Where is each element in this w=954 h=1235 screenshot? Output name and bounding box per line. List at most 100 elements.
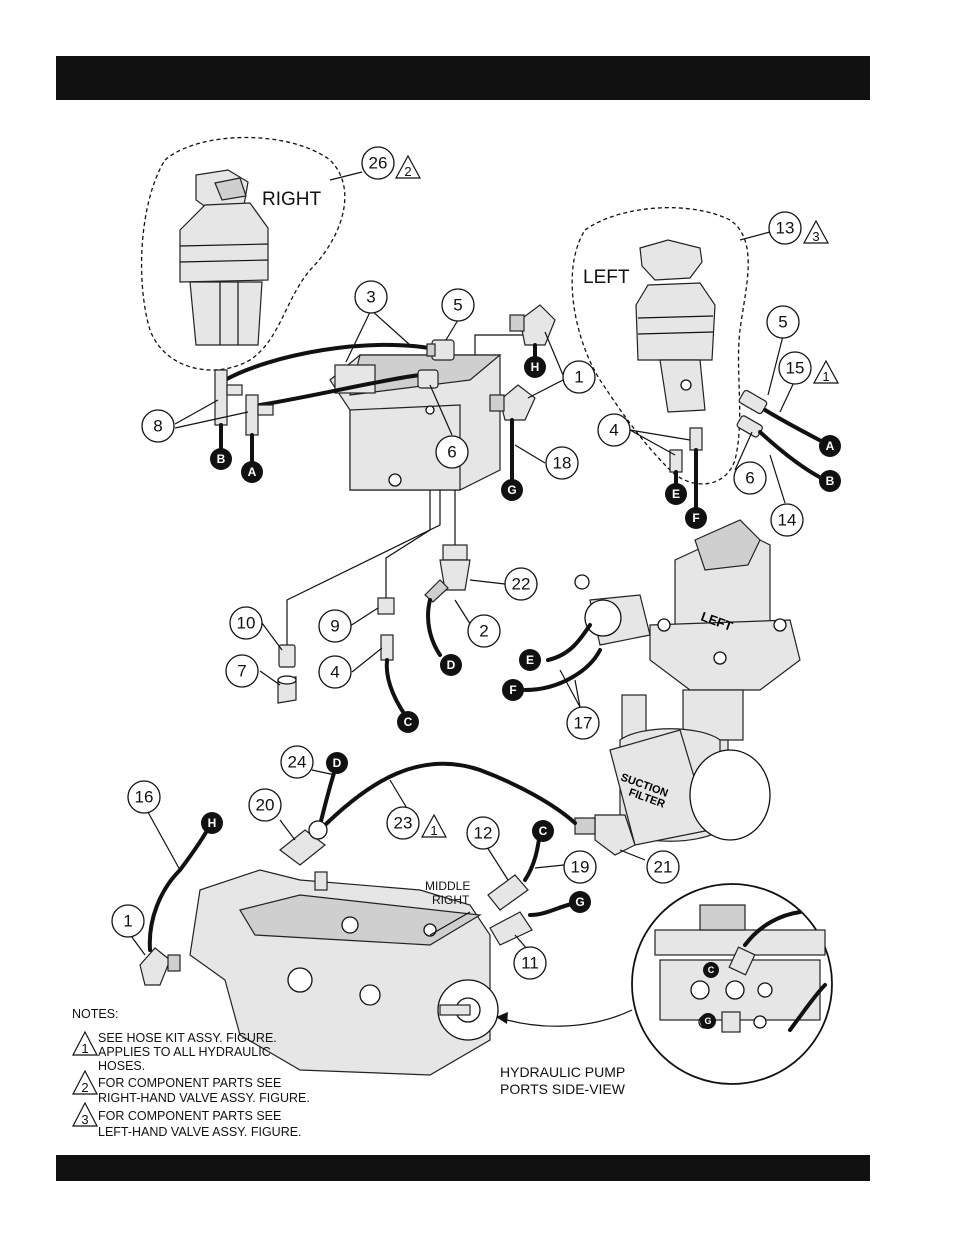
svg-text:8: 8 — [153, 417, 162, 436]
svg-text:C: C — [539, 824, 548, 838]
svg-text:1: 1 — [822, 369, 829, 384]
elbow-fitting-21 — [574, 814, 636, 856]
hose-to-G-pump — [528, 901, 577, 917]
svg-text:5: 5 — [778, 313, 787, 332]
callout-7: 7 — [225, 654, 259, 688]
svg-text:15: 15 — [786, 359, 805, 378]
callout-4-left: 4 — [597, 413, 631, 447]
svg-text:23: 23 — [394, 814, 413, 833]
callout-1-top: 1 — [562, 360, 596, 394]
hydraulic-pump — [189, 869, 499, 1076]
hose-23 — [318, 761, 577, 832]
connector-G-top: G — [501, 479, 523, 501]
hose-24-to-D — [318, 768, 337, 827]
svg-text:26: 26 — [369, 154, 388, 173]
callout-3: 3 — [354, 280, 388, 314]
callout-26: 26 — [361, 146, 395, 180]
callout-5-valve: 5 — [441, 288, 475, 322]
svg-text:17: 17 — [574, 714, 593, 733]
svg-text:13: 13 — [776, 219, 795, 238]
svg-text:H: H — [208, 816, 217, 830]
svg-text:20: 20 — [256, 796, 275, 815]
pump-ports-label-2: PORTS SIDE-VIEW — [500, 1081, 626, 1097]
fitting-7 — [277, 675, 297, 704]
pump-ports-label-1: HYDRAULIC PUMP — [500, 1064, 625, 1080]
hose-to-A-left — [763, 408, 827, 445]
callout-10: 10 — [229, 606, 263, 640]
svg-text:LEFT-HAND VALVE ASSY. FIGURE.: LEFT-HAND VALVE ASSY. FIGURE. — [98, 1125, 302, 1139]
svg-text:F: F — [692, 511, 699, 525]
middle-right-label-1: MIDDLE — [425, 879, 470, 893]
hose-F-to-valve — [523, 648, 602, 692]
tee-fitting-left — [214, 369, 243, 426]
right-label: RIGHT — [262, 189, 322, 210]
hose-E-to-valve — [546, 623, 592, 662]
svg-text:B: B — [826, 474, 835, 488]
svg-text:1: 1 — [430, 823, 437, 838]
svg-text:4: 4 — [609, 421, 618, 440]
svg-text:5: 5 — [453, 296, 462, 315]
callout-9: 9 — [318, 609, 352, 643]
svg-text:C: C — [404, 715, 413, 729]
svg-text:3: 3 — [81, 1112, 88, 1127]
callout-11: 11 — [513, 946, 547, 980]
svg-text:4: 4 — [330, 663, 339, 682]
svg-text:21: 21 — [654, 858, 673, 877]
svg-text:1: 1 — [81, 1041, 88, 1056]
lead-middle-right — [429, 911, 471, 936]
svg-text:2: 2 — [404, 164, 411, 179]
svg-text:E: E — [526, 653, 534, 667]
connector-B-left: B — [819, 470, 841, 492]
svg-text:G: G — [507, 483, 516, 497]
hose-to-B-left — [758, 430, 827, 482]
svg-text:19: 19 — [571, 858, 590, 877]
note-2: 2 FOR COMPONENT PARTS SEE RIGHT-HAND VAL… — [72, 1069, 310, 1105]
right-joystick-outline — [140, 136, 346, 371]
arrow-head — [496, 1012, 508, 1024]
callout-5-left: 5 — [766, 305, 800, 339]
callout-17: 17 — [566, 706, 600, 740]
svg-text:12: 12 — [474, 824, 493, 843]
svg-text:9: 9 — [330, 617, 339, 636]
arrow-to-side-view — [499, 1009, 633, 1027]
connector-B-right: B — [210, 448, 232, 470]
connector-G-pump: G — [569, 891, 591, 913]
callout-14: 14 — [770, 503, 804, 537]
callout-4-lower: 4 — [318, 655, 352, 689]
hose-16-to-H — [147, 823, 212, 952]
svg-text:A: A — [826, 439, 835, 453]
header-bar — [56, 56, 870, 100]
svg-text:RIGHT-HAND VALVE ASSY. FIGURE.: RIGHT-HAND VALVE ASSY. FIGURE. — [98, 1091, 310, 1105]
connector-E-valve: E — [519, 649, 541, 671]
note-1: 1 SEE HOSE KIT ASSY. FIGURE. APPLIES TO … — [72, 1030, 277, 1073]
callout-13: 13 — [768, 211, 802, 245]
svg-text:14: 14 — [778, 511, 797, 530]
callout-2: 2 — [467, 614, 501, 648]
connector-A-left: A — [819, 435, 841, 457]
callout-leaders — [128, 171, 796, 956]
svg-text:G: G — [704, 1016, 711, 1026]
svg-text:3: 3 — [812, 229, 819, 244]
left-control-valve — [574, 519, 801, 763]
callout-23: 23 — [386, 806, 420, 840]
svg-text:SEE HOSE KIT ASSY. FIGURE.: SEE HOSE KIT ASSY. FIGURE. — [98, 1031, 277, 1045]
connector-C-sideview: C — [703, 962, 719, 978]
lead-valve-10 — [286, 490, 441, 645]
svg-text:10: 10 — [237, 614, 256, 633]
svg-text:FOR COMPONENT PARTS SEE: FOR COMPONENT PARTS SEE — [98, 1076, 281, 1090]
connector-F-top: F — [685, 507, 707, 529]
callout-20: 20 — [248, 788, 282, 822]
svg-text:D: D — [447, 658, 456, 672]
svg-text:H: H — [531, 360, 540, 374]
lead-valve-9 — [385, 490, 431, 598]
callout-15: 15 — [778, 351, 812, 385]
svg-text:E: E — [672, 487, 680, 501]
svg-text:1: 1 — [123, 912, 132, 931]
fitting-10 — [278, 644, 296, 668]
right-joystick — [179, 169, 269, 346]
left-adapter-fittings — [669, 389, 768, 473]
middle-right-label-2: RIGHT — [432, 893, 470, 907]
svg-text:1: 1 — [574, 368, 583, 387]
connector-D-pump: D — [326, 752, 348, 774]
